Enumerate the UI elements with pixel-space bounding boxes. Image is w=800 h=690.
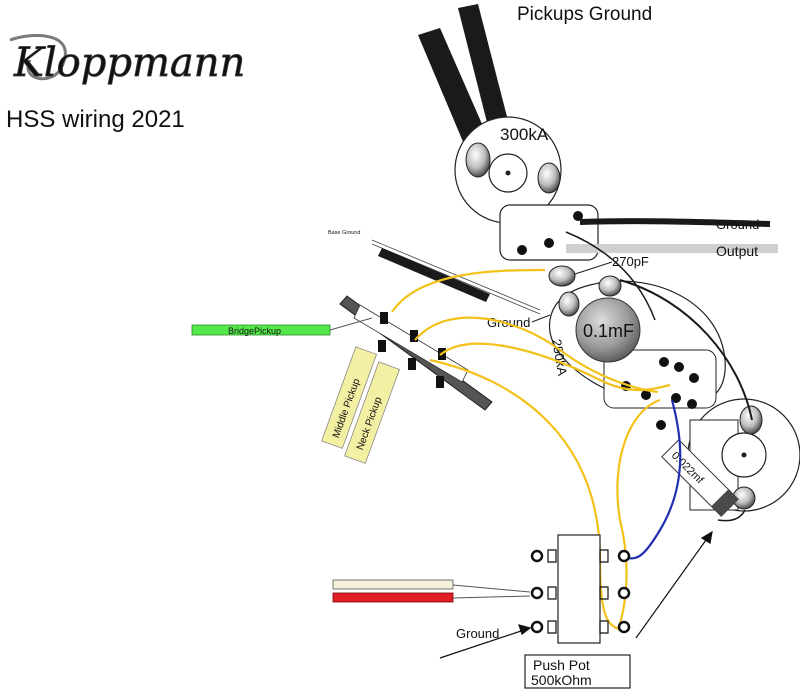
push-pot-label-box [524,654,631,689]
terminal [687,399,697,409]
cream-lead [332,579,454,590]
contact [547,586,557,600]
ground-lead-right [458,4,513,146]
pot-lug-plate [603,349,717,409]
ground-arrow [439,629,525,659]
solder-point-left [558,291,580,317]
switch-lug [436,376,444,388]
yellow-wire-4 [429,358,626,632]
lug [617,549,631,563]
lug [617,586,631,600]
pot-300-terminals [517,211,583,255]
base-ground-wire-a [371,239,541,311]
ground-arrowhead [518,624,532,635]
volume-pot-300k: 300kA [454,116,599,261]
neck-pickup-wire [344,361,401,464]
terminal [671,393,681,403]
pot-300-label: 300kA [500,125,549,144]
capacitor-body [548,265,576,287]
middle-pickup-wire [321,346,378,449]
bridge-pickup-lead: BridgePickup [191,317,373,336]
lug [530,620,544,634]
ground-bottom-label: Ground [456,626,499,641]
switch-lug [408,358,416,370]
solder-point-left [465,142,491,178]
push-pot-label-line2: 500kOhm [531,672,592,688]
pot-250-terminals [621,357,699,430]
capacitor-01-label: 0.1mF [583,321,634,341]
push-pot-lugs [530,549,631,634]
ground-wire [579,218,771,227]
capacitor-01mf [575,297,641,363]
contact [599,620,609,634]
yellow-wire-1 [391,268,546,313]
blue-wire [627,399,682,560]
pot-shaft-center [741,452,747,458]
annotation-arrows [439,530,713,659]
bridge-pickup-label: BridgePickup [228,326,281,336]
ground-wire-label: Ground [716,217,759,232]
diagram-title: HSS wiring 2021 [6,106,185,133]
lug [530,586,544,600]
output-arrow [635,539,707,639]
output-wire [566,244,778,253]
switch-body [557,534,601,644]
switch-lug [380,312,388,324]
black-wire-volume [565,231,656,321]
capacitor-270pf: 270pF [548,254,649,287]
pickups-ground-label: Pickups Ground [517,4,652,25]
terminal [544,238,554,248]
terminal [573,211,583,221]
lug [617,620,631,634]
terminal [517,245,527,255]
base-ground-label: Base Ground [328,230,360,236]
push-pot-switch: Push Pot 500kOhm [524,534,631,689]
contact [599,586,609,600]
output-arrowhead [700,530,713,544]
push-pot-top-view: 0.022mf [661,398,800,517]
push-pot-contacts [547,549,609,634]
terminal [659,357,669,367]
pot-shaft-center [505,170,511,176]
contact [547,620,557,634]
terminal [641,390,651,400]
black-wire-output [717,509,746,522]
capacitor-end [711,489,739,517]
brand-logo: Kloppmann [9,33,246,86]
logo-swash [9,33,67,81]
black-wire-tone [619,279,753,421]
output-jack-leads: Ground Output [566,217,778,259]
terminal [689,373,699,383]
contact [599,549,609,563]
lug [530,549,544,563]
logo-text: Kloppmann [13,40,245,86]
solder-point-top [598,275,622,297]
push-pot-leads [332,579,531,603]
contact [547,549,557,563]
switch-body [353,304,469,383]
ground-switch-label: Ground [487,315,530,330]
base-ground-lead: Base Ground Ground [328,230,551,330]
bridge-lead-strands [329,317,373,331]
yellow-wire-3 [439,342,671,392]
yellow-wire-2 [414,316,659,394]
tone-pot-250k: 0.1mF 250kA [549,275,726,430]
red-lead [332,592,454,603]
switch-lug [410,330,418,342]
solder-point-right [537,162,561,194]
red-lead-strands [452,595,531,599]
terminal [674,362,684,372]
pot-250-label: 250kA [549,338,570,377]
output-wire-label: Output [716,243,758,259]
ground-pointer [531,314,551,323]
capacitor-pointer [574,261,613,275]
cream-lead-strands [452,584,531,593]
terminal [656,420,666,430]
switch-lug [378,340,386,352]
base-ground-sleeve [378,248,490,302]
push-pot-label-line1: Push Pot [533,657,590,673]
capacitor-270-label: 270pF [612,254,649,269]
